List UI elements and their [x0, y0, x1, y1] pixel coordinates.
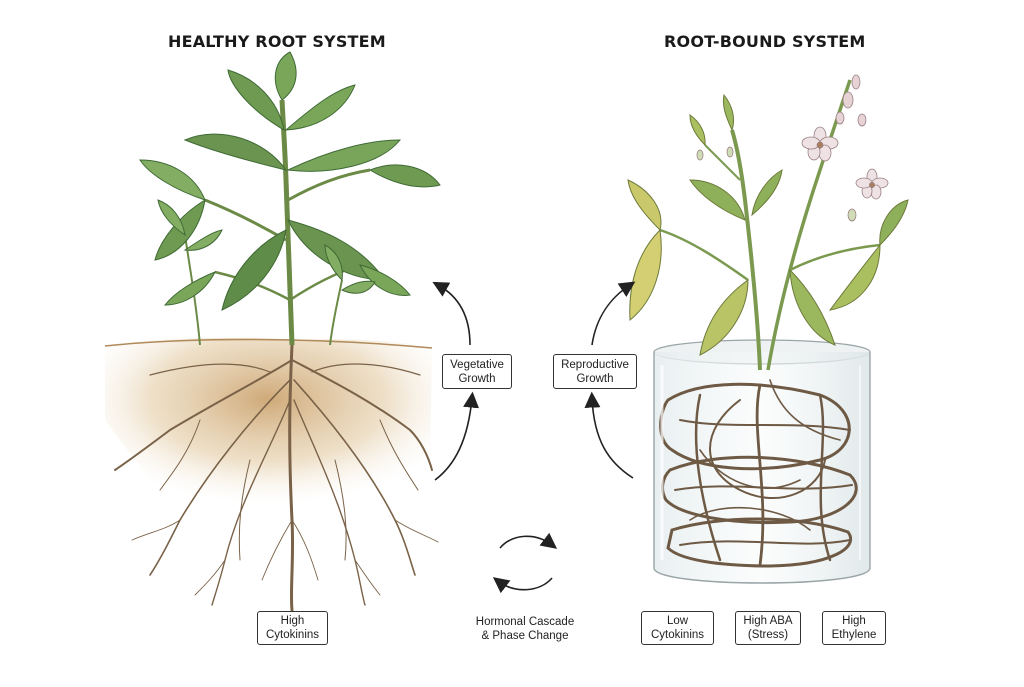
label-high-aba: High ABA (Stress) — [735, 611, 801, 645]
label-high-cytokinins: High Cytokinins — [257, 611, 328, 645]
soil-mound — [105, 337, 432, 513]
arrow-repro-lower — [584, 391, 634, 479]
healthy-roots — [114, 343, 439, 612]
cycle-arrow-top — [499, 532, 558, 549]
label-reproductive-growth: Reproductive Growth — [553, 354, 637, 389]
rootbound-leaves — [627, 93, 909, 356]
arrows — [432, 281, 636, 594]
label-hormonal-cascade: Hormonal Cascade & Phase Change — [475, 616, 575, 642]
title-root-bound-system: ROOT-BOUND SYSTEM — [664, 32, 866, 51]
rootbound-plant — [627, 74, 909, 584]
arrow-veg-upper — [432, 281, 471, 346]
healthy-leaves — [139, 51, 441, 311]
flowers — [696, 74, 889, 222]
label-low-cytokinins: Low Cytokinins — [641, 611, 714, 645]
label-high-ethylene: High Ethylene — [822, 611, 886, 645]
arrow-veg-lower — [434, 391, 480, 481]
healthy-plant — [104, 51, 441, 612]
tangled-roots — [659, 379, 858, 568]
cycle-arrow-bottom — [492, 577, 553, 594]
label-vegetative-growth: Vegetative Growth — [442, 354, 512, 389]
title-healthy-root-system: HEALTHY ROOT SYSTEM — [168, 32, 386, 51]
arrow-repro-upper — [591, 281, 636, 346]
